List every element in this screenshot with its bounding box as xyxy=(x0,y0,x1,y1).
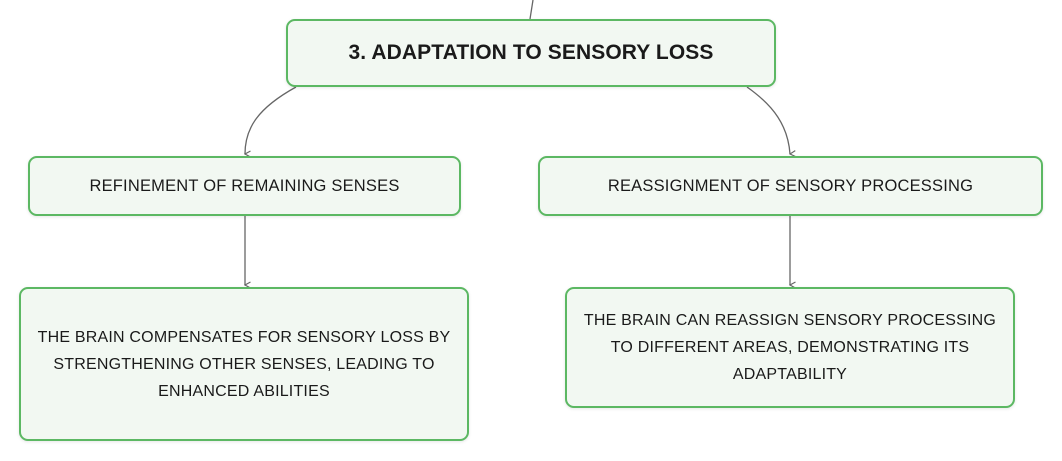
root-node-label: 3. ADAPTATION TO SENSORY LOSS xyxy=(348,41,714,64)
root-node[interactable]: 3. ADAPTATION TO SENSORY LOSS xyxy=(286,19,776,87)
detail-node-reassignment-text: THE BRAIN CAN REASSIGN SENSORY PROCESSIN… xyxy=(583,312,997,383)
detail-node-reassignment[interactable]: THE BRAIN CAN REASSIGN SENSORY PROCESSIN… xyxy=(565,287,1015,408)
incoming-connector xyxy=(529,0,534,20)
branch-node-reassignment[interactable]: REASSIGNMENT OF SENSORY PROCESSING xyxy=(538,156,1043,216)
branch-node-reassignment-label: REASSIGNMENT OF SENSORY PROCESSING xyxy=(607,176,974,195)
branch-node-refinement-label: REFINEMENT OF REMAINING SENSES xyxy=(89,176,400,195)
connector-root-to-left-branch xyxy=(245,86,297,154)
connector-root-to-right-branch xyxy=(746,86,790,154)
branch-node-refinement[interactable]: REFINEMENT OF REMAINING SENSES xyxy=(28,156,461,216)
detail-node-refinement-text: THE BRAIN COMPENSATES FOR SENSORY LOSS B… xyxy=(37,328,451,400)
detail-node-refinement[interactable]: THE BRAIN COMPENSATES FOR SENSORY LOSS B… xyxy=(19,287,469,441)
